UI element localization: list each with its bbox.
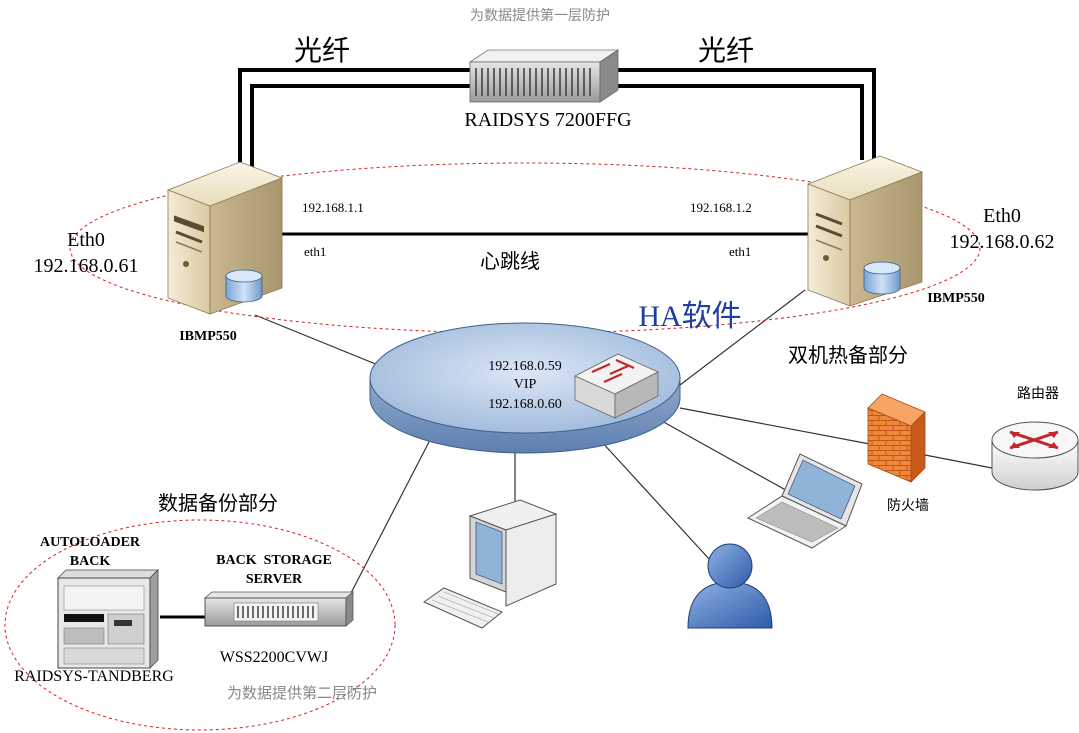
- top-protection-label: 为数据提供第一层防护: [470, 7, 610, 24]
- autoloader-label-line1: AUTOLOADER: [40, 535, 141, 550]
- fiber-cables: [238, 68, 876, 176]
- left-heartbeat-if: eth1: [304, 244, 326, 259]
- left-eth0-label: Eth0: [67, 229, 105, 251]
- heartbeat-label: 心跳线: [480, 249, 540, 273]
- left-heartbeat-ip: 192.168.1.1: [302, 200, 364, 215]
- firewall-icon: [867, 393, 926, 483]
- right-server-model: IBMP550: [927, 291, 985, 306]
- desktop-computer-icon: [422, 499, 558, 629]
- network-links: [160, 289, 993, 619]
- left-server-model: IBMP550: [179, 329, 237, 344]
- bottom-protection-label: 为数据提供第二层防护: [227, 684, 377, 702]
- laptop-icon: [746, 453, 863, 549]
- firewall-label: 防火墙: [887, 498, 929, 514]
- router-icon: [991, 421, 1079, 491]
- right-ip-label: 192.168.0.62: [950, 231, 1055, 253]
- ha-software-label: HA软件: [638, 300, 741, 333]
- backup-section-label: 数据备份部分: [158, 491, 278, 515]
- left-ip-label: 192.168.0.61: [34, 255, 139, 277]
- user-icon: [687, 543, 773, 629]
- tandberg-label: RAIDSYS-TANDBERG: [14, 668, 174, 685]
- backup-boundary: [4, 519, 396, 731]
- raid-label: RAIDSYS 7200FFG: [464, 109, 631, 131]
- autoloader-label-line2: BACK: [70, 554, 111, 569]
- hot-standby-label: 双机热备部分: [788, 343, 908, 367]
- fiber-right-label: 光纤: [698, 34, 754, 67]
- fiber-left-label: 光纤: [294, 34, 350, 67]
- switch-box-icon: [574, 353, 659, 419]
- vip-ip-2: 192.168.0.60: [488, 397, 562, 412]
- back-storage-label-line2: SERVER: [246, 572, 303, 587]
- autoloader-icon: [57, 569, 159, 669]
- right-server-icon: [806, 155, 924, 307]
- right-heartbeat-if: eth1: [729, 244, 751, 259]
- router-label: 路由器: [1017, 386, 1059, 402]
- wss-label: WSS2200CVWJ: [220, 649, 328, 666]
- back-storage-server-icon: [203, 591, 355, 627]
- back-storage-label-line1: BACK STORAGE: [216, 553, 332, 568]
- raid-array-icon: [468, 49, 620, 103]
- vip-ip-1: 192.168.0.59: [488, 359, 562, 374]
- left-server-icon: [166, 161, 284, 315]
- right-heartbeat-ip: 192.168.1.2: [690, 200, 752, 215]
- right-eth0-label: Eth0: [983, 205, 1021, 227]
- vip-label: VIP: [514, 377, 537, 392]
